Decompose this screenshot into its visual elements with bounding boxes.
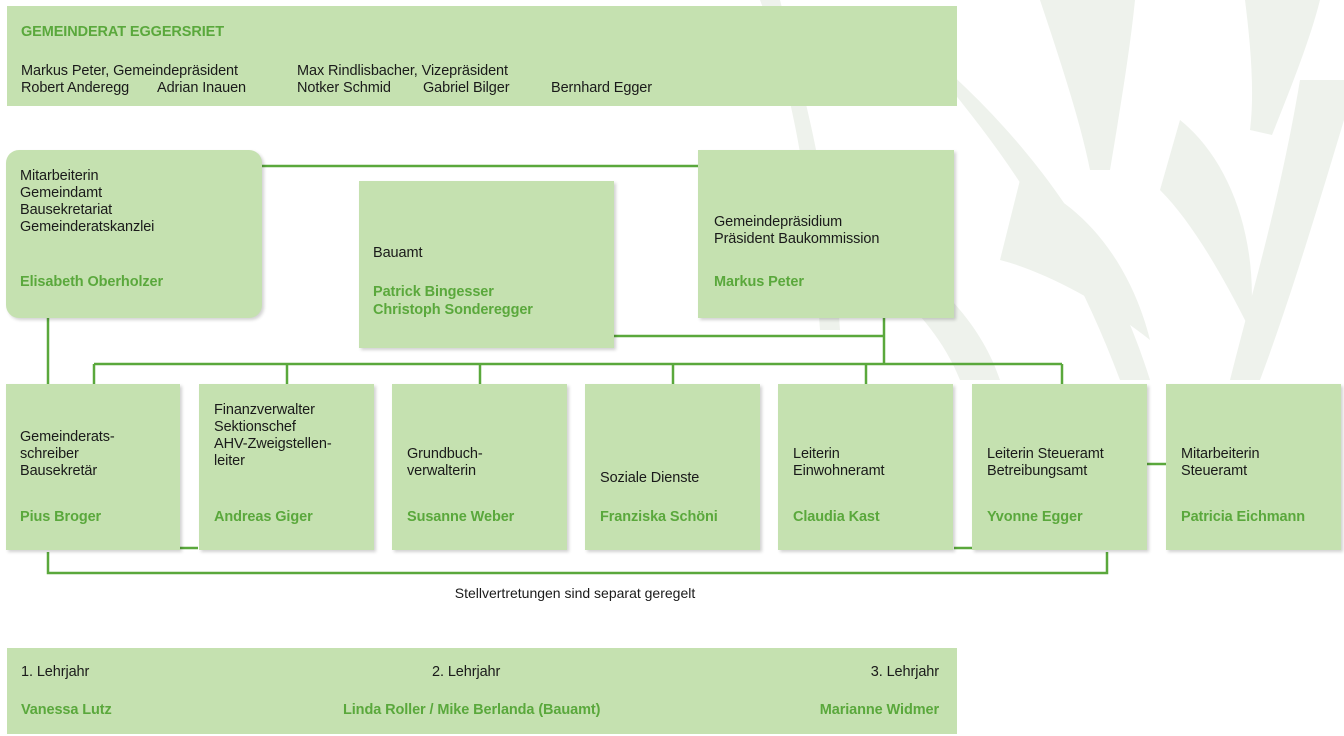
bauamt-name: Patrick Bingesser xyxy=(373,284,494,300)
department-name: Pius Broger xyxy=(20,509,102,525)
department-name: Claudia Kast xyxy=(793,509,880,525)
department-name: Susanne Weber xyxy=(407,509,515,525)
department-name: Patricia Eichmann xyxy=(1181,509,1306,525)
department-role: Soziale Dienste xyxy=(600,470,700,486)
council-member: Bernhard Egger xyxy=(551,80,652,96)
department-name: Andreas Giger xyxy=(214,509,313,525)
bauamt-role: Bauamt xyxy=(373,245,423,261)
bauamt-name: Christoph Sonderegger xyxy=(373,302,533,318)
substitution-note: Stellvertretungen sind separat geregelt xyxy=(454,585,696,601)
apprentice-name: Linda Roller / Mike Berlanda (Bauamt) xyxy=(343,702,601,718)
department-box: Leiterin Steueramt Betreibungsamt Yvonne… xyxy=(972,384,1147,550)
apprentice-name: Marianne Widmer xyxy=(819,702,939,718)
department-role: Grundbuch- verwalterin xyxy=(407,446,483,479)
council-member: Robert Anderegg xyxy=(21,80,130,96)
council-title: GEMEINDERAT EGGERSRIET xyxy=(21,24,224,40)
council-box: GEMEINDERAT EGGERSRIET Markus Peter, Gem… xyxy=(7,6,957,106)
presidium-name: Markus Peter xyxy=(714,274,804,290)
department-role: Leiterin Einwohneramt xyxy=(793,446,885,479)
department-box: Mitarbeiterin Steueramt Patricia Eichman… xyxy=(1166,384,1341,550)
apprentice-year: 3. Lehrjahr xyxy=(870,664,939,680)
department-box: Gemeinderats- schreiber Bausekretär Pius… xyxy=(6,384,180,550)
department-role: Mitarbeiterin Steueramt xyxy=(1181,446,1260,479)
department-role: Leiterin Steueramt Betreibungsamt xyxy=(987,446,1104,479)
council-member: Notker Schmid xyxy=(297,80,391,96)
department-box: Soziale Dienste Franziska Schöni xyxy=(585,384,760,550)
staff-name: Elisabeth Oberholzer xyxy=(20,274,164,290)
council-vice-president: Max Rindlisbacher, Vizepräsident xyxy=(297,63,508,79)
department-name: Franziska Schöni xyxy=(600,509,718,525)
substitution-bracket xyxy=(46,552,1109,575)
staff-role: Mitarbeiterin Gemeindamt Bausekretariat … xyxy=(20,168,155,235)
council-member: Adrian Inauen xyxy=(157,80,246,96)
bauamt-box: Bauamt Patrick Bingesser Christoph Sonde… xyxy=(359,181,614,348)
staff-box: Mitarbeiterin Gemeindamt Bausekretariat … xyxy=(6,150,262,318)
council-president: Markus Peter, Gemeindepräsident xyxy=(21,63,238,79)
presidium-box: Gemeindepräsidium Präsident Baukommissio… xyxy=(698,150,954,318)
council-member: Gabriel Bilger xyxy=(423,80,510,96)
apprentice-year: 2. Lehrjahr xyxy=(432,664,501,680)
department-box: Finanzverwalter Sektionschef AHV-Zweigst… xyxy=(199,384,374,550)
department-role: Gemeinderats- schreiber Bausekretär xyxy=(20,429,115,479)
apprentice-name: Vanessa Lutz xyxy=(21,702,112,718)
apprentices-box: 1. Lehrjahr 2. Lehrjahr 3. Lehrjahr Vane… xyxy=(7,648,957,734)
apprentice-year: 1. Lehrjahr xyxy=(21,664,90,680)
department-box: Leiterin Einwohneramt Claudia Kast xyxy=(778,384,953,550)
department-role: Finanzverwalter Sektionschef AHV-Zweigst… xyxy=(214,402,332,469)
department-box: Grundbuch- verwalterin Susanne Weber xyxy=(392,384,567,550)
department-name: Yvonne Egger xyxy=(987,509,1083,525)
presidium-role: Gemeindepräsidium Präsident Baukommissio… xyxy=(714,214,880,247)
